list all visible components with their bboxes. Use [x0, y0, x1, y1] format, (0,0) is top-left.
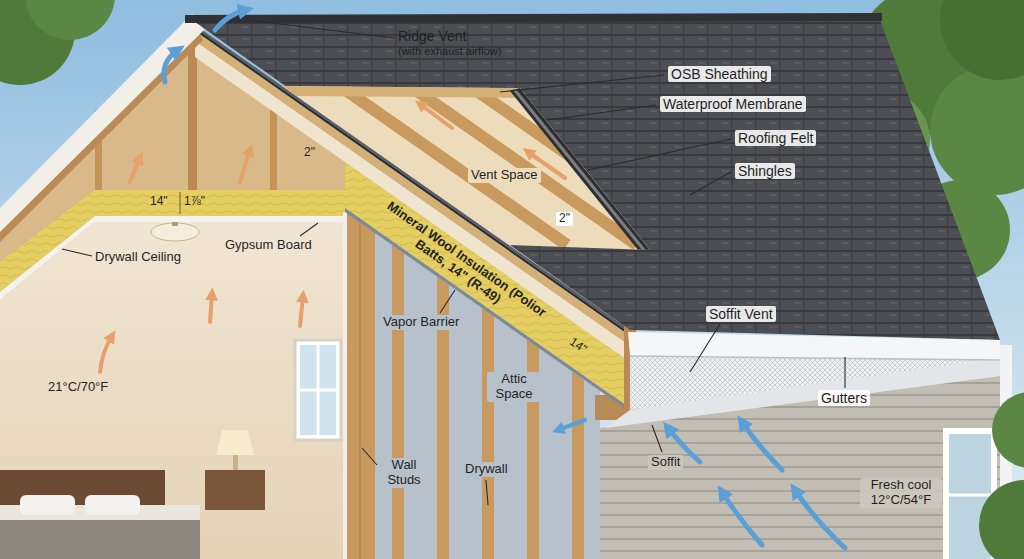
- gable-trim: [0, 30, 203, 242]
- ceiling-insulation: [95, 190, 345, 216]
- leader-lines: [300, 223, 318, 236]
- airflow-arrows: [300, 296, 303, 326]
- airflow-arrows: [210, 294, 212, 322]
- shingle-roof: [195, 20, 1000, 340]
- leader-lines: [690, 324, 720, 372]
- part-label: Attic Space: [487, 372, 541, 402]
- bedroom: [0, 520, 200, 559]
- airflow-arrows: [240, 150, 250, 182]
- leader-lines: [690, 172, 731, 195]
- airflow-arrows: [795, 490, 845, 548]
- wall-section: [343, 212, 347, 559]
- trees: [25, 0, 115, 40]
- part-label: Vent Space: [468, 168, 541, 183]
- airflow-arrows: [130, 158, 140, 182]
- bedroom: [205, 470, 265, 510]
- airflow-arrows: [742, 422, 782, 470]
- dimension-label: 2": [304, 146, 315, 160]
- shingle-roof: [185, 17, 1000, 340]
- siding-wall: [949, 494, 991, 497]
- dimension-label: 1⅞": [184, 195, 205, 209]
- part-label: Drywall: [462, 462, 511, 477]
- part-label: Roofing Felt: [735, 130, 816, 146]
- bedroom: [233, 455, 238, 470]
- leader-lines: [548, 105, 656, 120]
- dimension-label: 14": [567, 335, 589, 356]
- bedroom: [300, 389, 336, 392]
- part-label: Vapor Barrier: [380, 315, 462, 330]
- bedroom: [151, 223, 199, 241]
- bedroom: [0, 222, 345, 559]
- leader-lines: [62, 249, 92, 256]
- leader-lines: [486, 480, 488, 505]
- trees: [930, 65, 1024, 195]
- part-label: Soffit Vent: [706, 306, 776, 322]
- leader-lines: [62, 21, 845, 505]
- roof-cutaway: [282, 86, 697, 255]
- shingle-roof: [185, 17, 882, 19]
- temperature-label: 21°C/70°F: [48, 380, 108, 395]
- airflow-arrows: [100, 336, 112, 372]
- eave: [979, 480, 1024, 559]
- airflow-arrows: [558, 420, 585, 430]
- part-label: Wall Studs: [380, 458, 428, 488]
- airflow-arrows: [420, 104, 452, 128]
- roof-cutaway: [410, 86, 637, 245]
- bedroom: [216, 430, 254, 455]
- part-label: Soffit: [648, 455, 683, 470]
- part-label: OSB Sheathing: [668, 66, 771, 82]
- bedroom: [85, 495, 140, 515]
- ceiling-insulation: [180, 192, 181, 214]
- bedroom: [0, 222, 345, 559]
- note-label: (with exhaust airflow): [398, 45, 501, 58]
- leader-lines: [255, 21, 394, 38]
- part-label: Gutters: [818, 390, 870, 406]
- gable-trim: [0, 14, 210, 232]
- airflow-arrows: [100, 10, 845, 548]
- part-label: Gypsum Board: [225, 238, 312, 253]
- leader-lines: [652, 425, 662, 452]
- attic-interior: [188, 35, 197, 191]
- wall-section: [345, 212, 375, 559]
- part-label: Shingles: [735, 163, 795, 179]
- dimension-label: 14": [150, 195, 168, 209]
- part-label: Ridge Vent: [398, 28, 467, 44]
- bedroom: [300, 345, 336, 435]
- bedroom: [172, 222, 178, 226]
- temperature-label: Fresh cool 12°C/54°F: [860, 478, 942, 508]
- bedroom: [295, 340, 341, 440]
- wall-section: [360, 212, 361, 559]
- part-label: Drywall Ceiling: [95, 250, 181, 265]
- leader-lines: [362, 448, 377, 465]
- dimension-label: 2": [556, 212, 573, 226]
- bedroom: [20, 495, 75, 515]
- leader-lines: [440, 290, 455, 313]
- airflow-arrows: [215, 10, 246, 30]
- leader-lines: [588, 139, 731, 170]
- eave: [630, 356, 1000, 360]
- part-label: Waterproof Membrane: [660, 96, 806, 112]
- roof-cutaway: [282, 86, 528, 98]
- gable-trim: [0, 14, 210, 242]
- eave: [605, 358, 1000, 428]
- leader-lines: [500, 75, 664, 92]
- trees: [940, 0, 1024, 80]
- eave: [992, 392, 1024, 468]
- airflow-arrows: [722, 492, 762, 545]
- roof-cutaway: [282, 86, 697, 255]
- leader-lines: [844, 357, 845, 388]
- eave: [605, 332, 1024, 559]
- attic-space: [392, 200, 404, 559]
- wall-section: [343, 212, 375, 559]
- airflow-arrows: [164, 50, 178, 82]
- eave: [628, 332, 1000, 360]
